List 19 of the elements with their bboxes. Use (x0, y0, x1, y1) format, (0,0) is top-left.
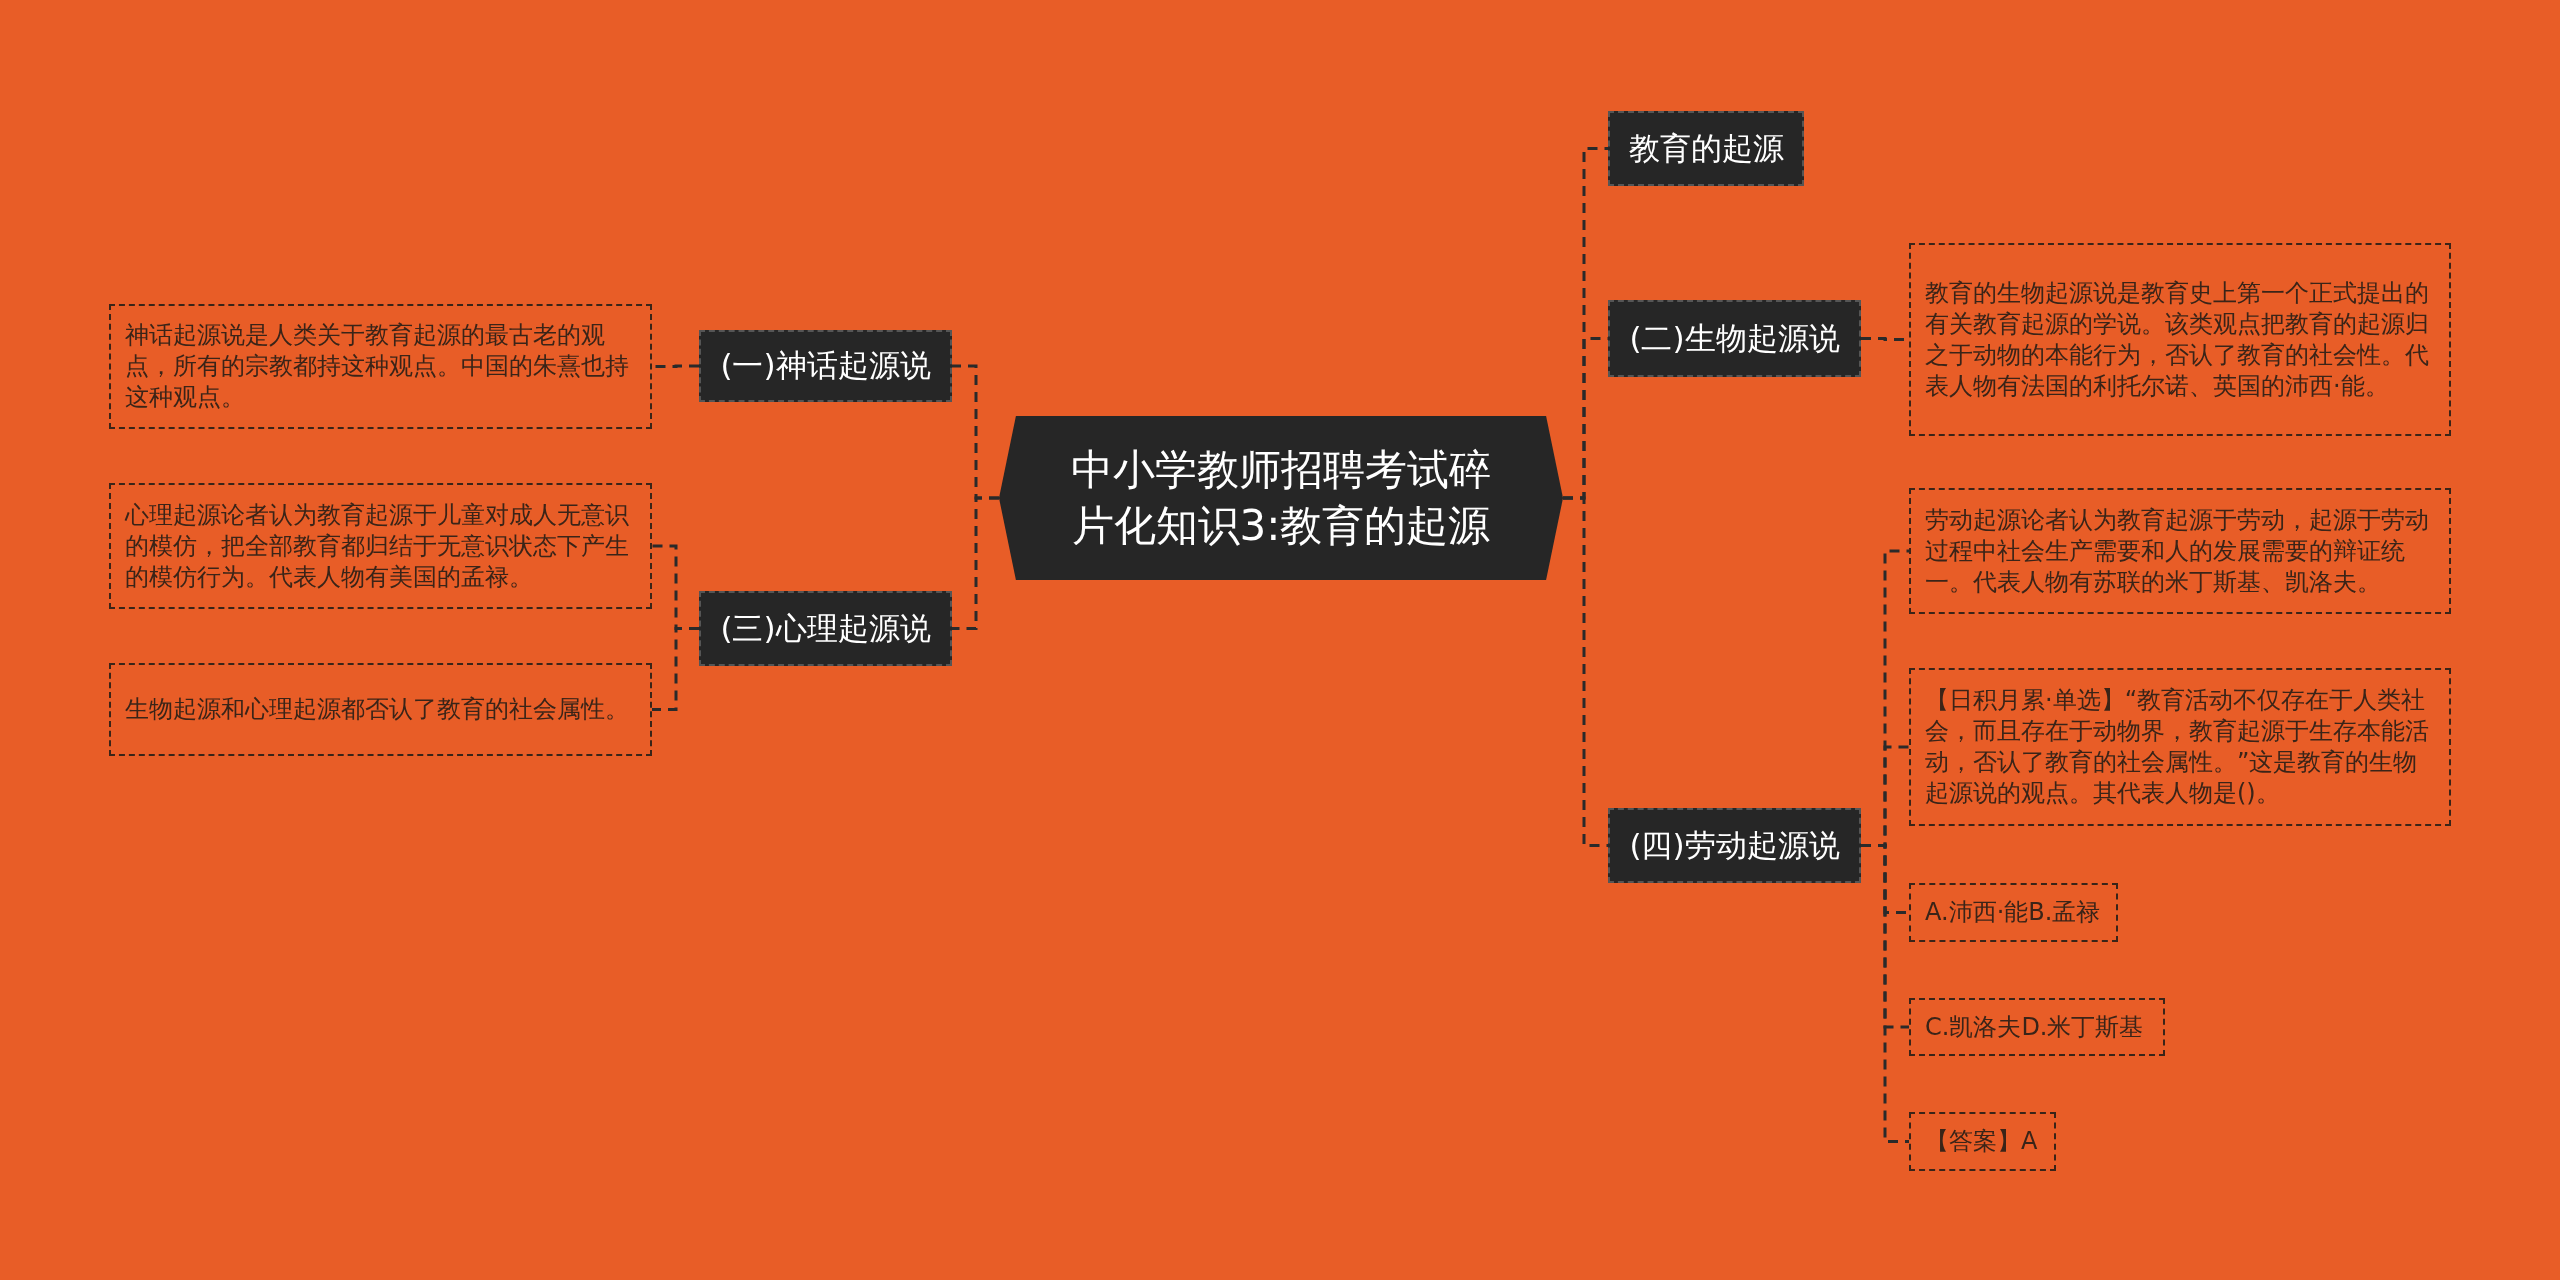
note-box: 神话起源说是人类关于教育起源的最古老的观点，所有的宗教都持这种观点。中国的朱熹也持这种观点。 (109, 304, 652, 429)
note-box: 【日积月累·单选】“教育活动不仅存在于人类社会，而且存在于动物界，教育起源于生存本能活动，否认了教育的社会属性。”这是教育的生物起源说的观点。其代表人物是()。 (1909, 668, 2451, 826)
branch-box: (三)心理起源说 (699, 591, 952, 666)
note-box: 【答案】A (1909, 1112, 2056, 1171)
connector-line (1563, 496, 1608, 847)
note-box: 生物起源和心理起源都否认了教育的社会属性。 (109, 663, 652, 756)
branch-box: 教育的起源 (1608, 111, 1804, 186)
note-box: C.凯洛夫D.米丁斯基 (1909, 998, 2165, 1056)
note-box: 劳动起源论者认为教育起源于劳动，起源于劳动过程中社会生产需要和人的发展需要的辩证统一。代表人物有苏联的米丁斯基、凯洛夫。 (1909, 488, 2451, 614)
connector-line (1861, 844, 1909, 1143)
branch-box: (四)劳动起源说 (1608, 808, 1861, 883)
note-box: A.沛西·能B.孟禄 (1909, 883, 2118, 942)
connector-line (952, 496, 999, 630)
branch-box: (二)生物起源说 (1608, 300, 1861, 377)
note-box: 教育的生物起源说是教育史上第一个正式提出的有关教育起源的学说。该类观点把教育的起源归之于动物的本能行为，否认了教育的社会性。代表人物有法国的利托尔诺、英国的沛西·能。 (1909, 243, 2451, 436)
topic-box: 中小学教师招聘考试碎片化知识3:教育的起源 (999, 416, 1563, 580)
branch-box: (一)神话起源说 (699, 330, 952, 402)
note-box: 心理起源论者认为教育起源于儿童对成人无意识的模仿，把全部教育都归结于无意识状态下产生的模仿行为。代表人物有美国的孟禄。 (109, 483, 652, 609)
connector-line (652, 627, 699, 711)
